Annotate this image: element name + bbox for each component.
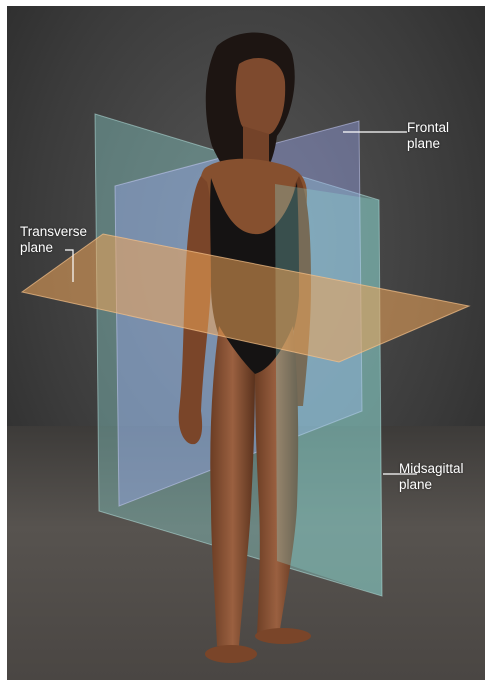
frontal-plane-label-line2: plane	[407, 136, 449, 152]
transverse-plane-label-line2: plane	[20, 240, 87, 256]
left-foot	[205, 645, 257, 663]
face	[236, 58, 285, 136]
transverse-plane-label: Transverse plane	[20, 224, 87, 256]
midsagittal-plane-label-line1: Midsagittal	[399, 461, 464, 477]
frontal-plane-label: Frontal plane	[407, 120, 449, 152]
frontal-plane-label-line1: Frontal	[407, 120, 449, 136]
anatomical-planes-photo: Frontal plane Transverse plane Midsagitt…	[7, 6, 485, 680]
midsagittal-plane-front	[275, 184, 382, 596]
anatomy-illustration	[7, 6, 485, 680]
transverse-plane-label-line1: Transverse	[20, 224, 87, 240]
midsagittal-plane-label-line2: plane	[399, 477, 464, 493]
right-foot	[255, 628, 311, 644]
midsagittal-plane-label: Midsagittal plane	[399, 461, 464, 493]
